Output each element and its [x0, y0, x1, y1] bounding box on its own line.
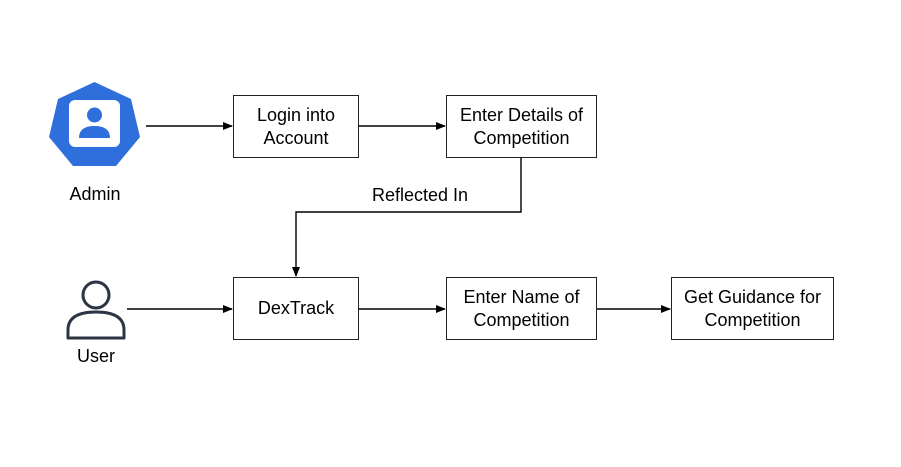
user-outline-icon: [66, 280, 126, 340]
node-dextrack-text: DexTrack: [257, 298, 335, 318]
node-enter-details: Enter Details of Competition: [446, 95, 597, 158]
node-enter-name-text: Enter Name of Competition: [463, 286, 580, 330]
node-login-text: Login into Account: [256, 104, 336, 148]
edge-label-reflected-in: Reflected In: [371, 185, 469, 205]
admin-label: Admin: [69, 184, 121, 204]
node-enter-details-text: Enter Details of Competition: [459, 104, 584, 148]
node-get-guidance-text: Get Guidance for Competition: [683, 286, 822, 330]
node-dextrack: DexTrack: [233, 277, 359, 340]
node-enter-name: Enter Name of Competition: [446, 277, 597, 340]
node-get-guidance: Get Guidance for Competition: [671, 277, 834, 340]
admin-user-icon: [49, 82, 140, 166]
edge-details-to-dextrack: [292, 157, 522, 277]
user-label: User: [76, 346, 115, 366]
node-login-into-account: Login into Account: [233, 95, 359, 158]
